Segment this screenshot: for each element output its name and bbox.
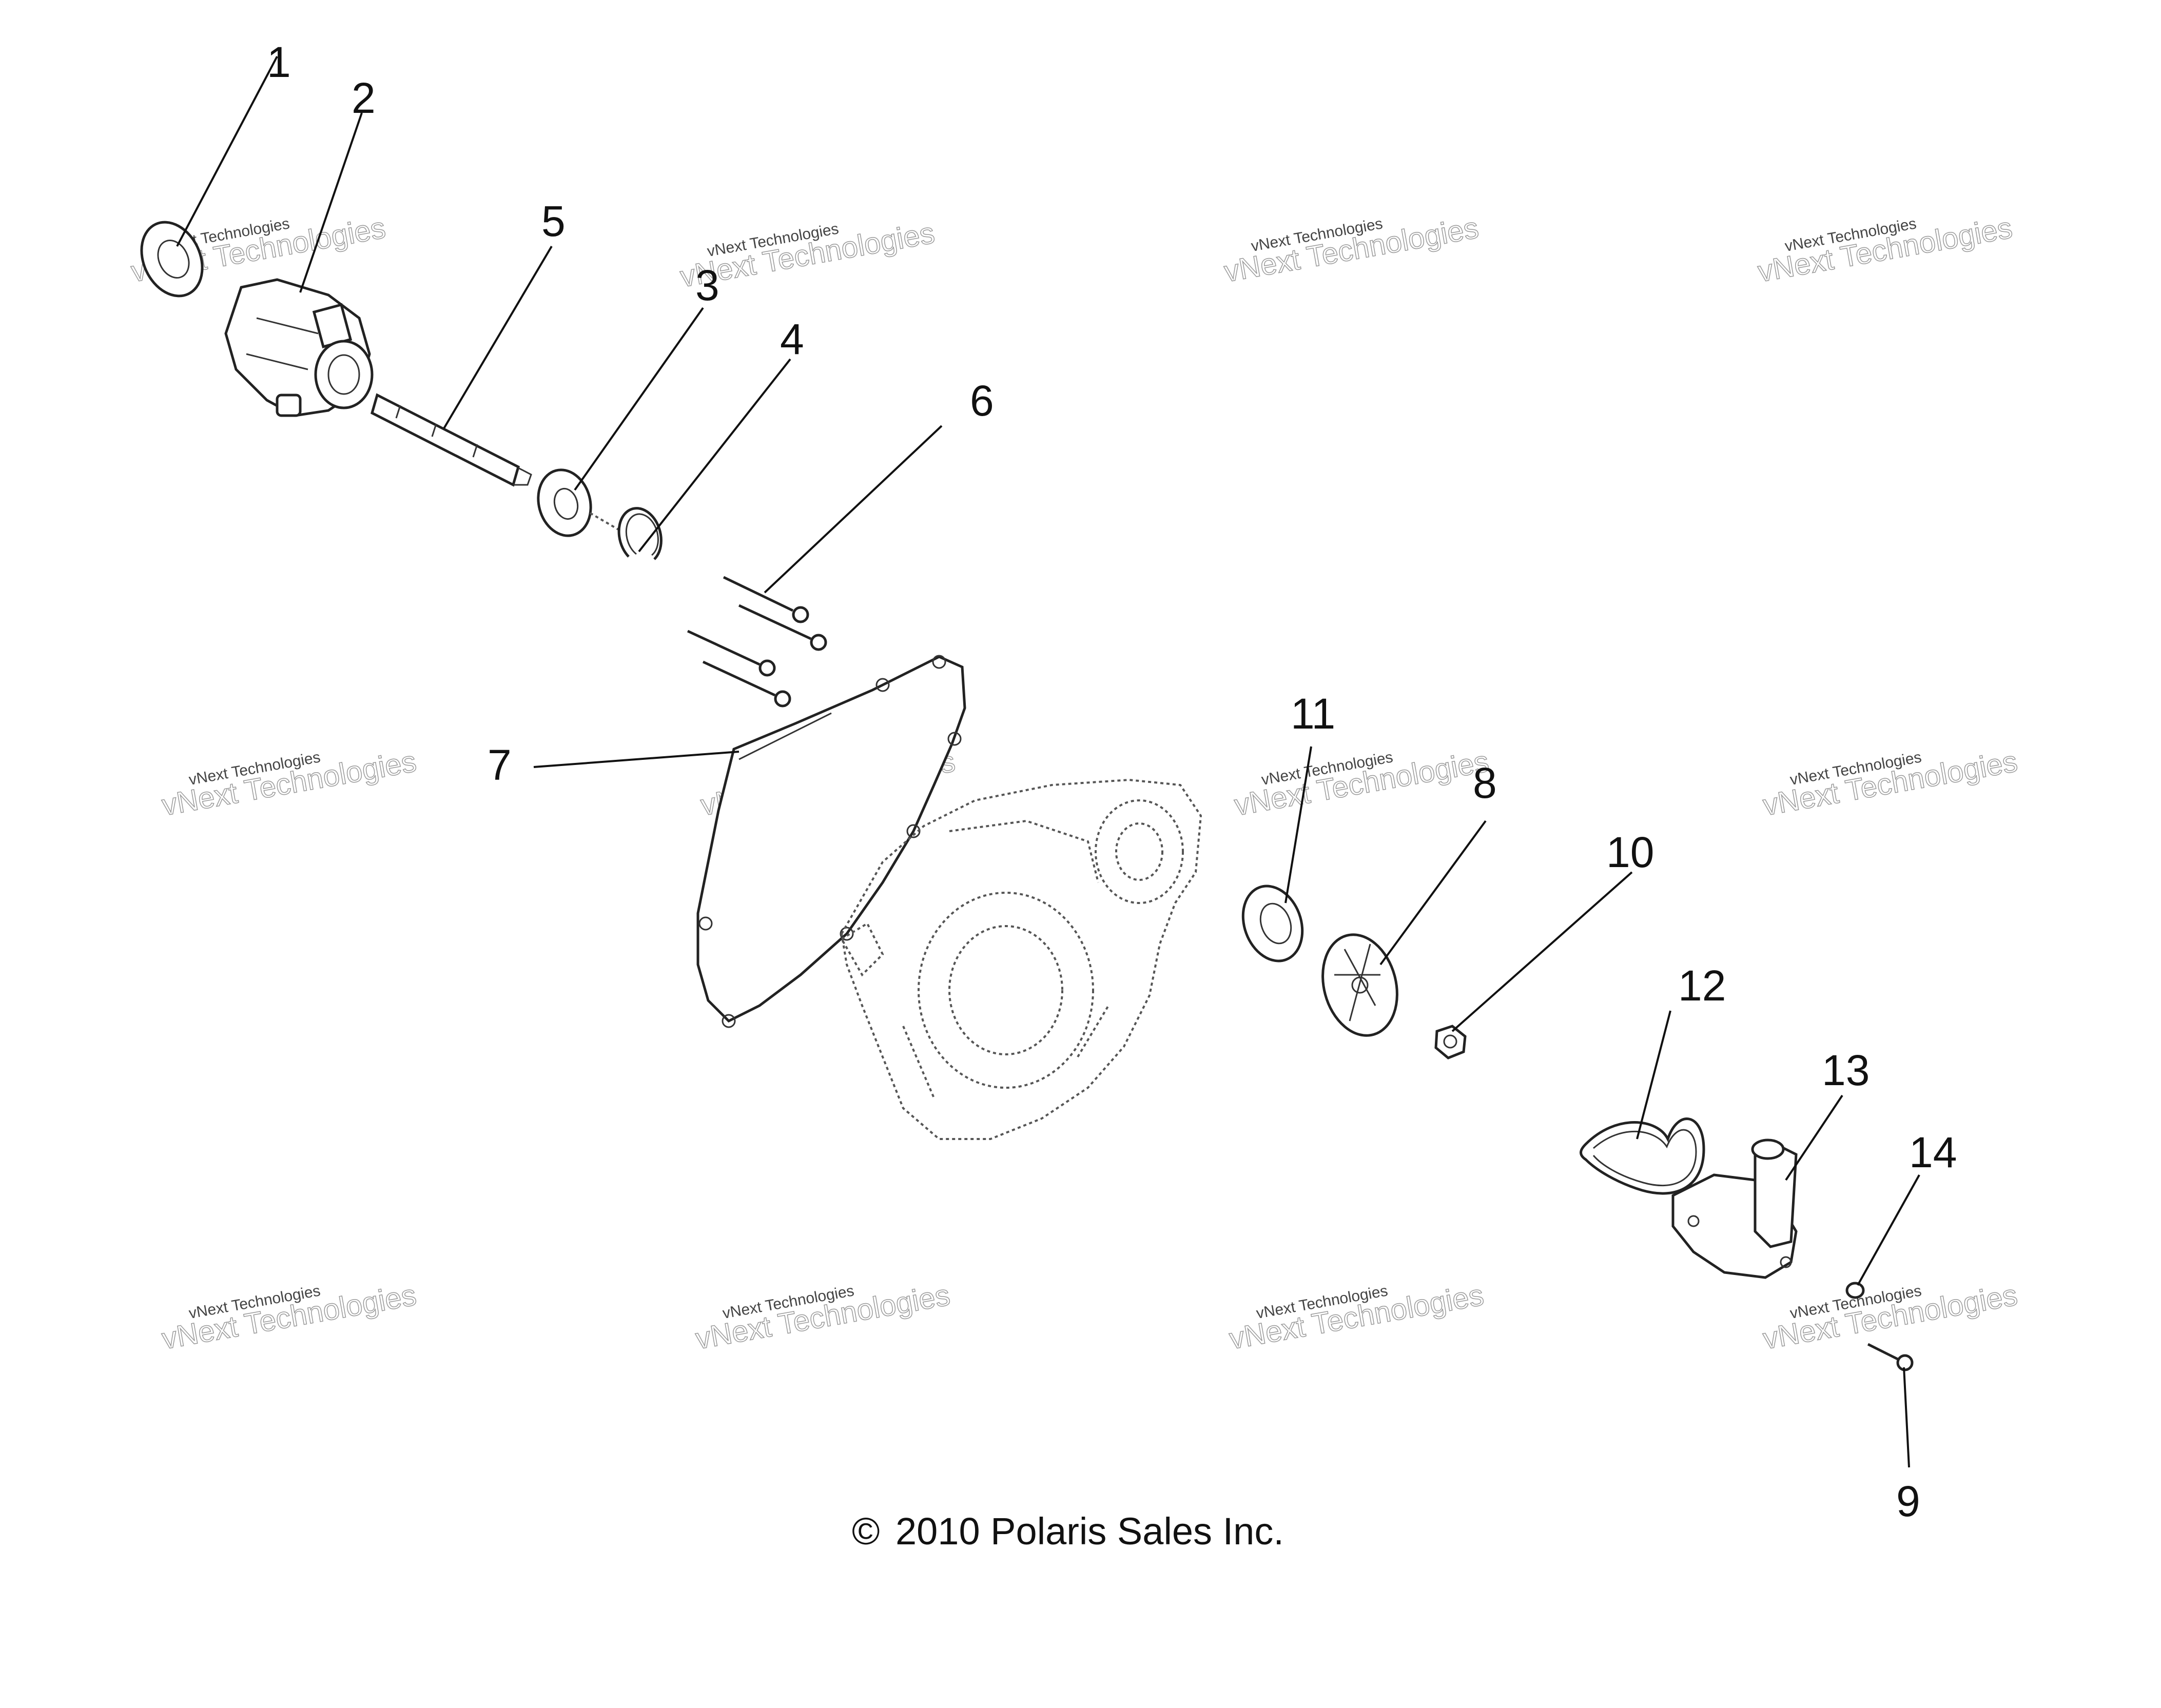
copyright: © 2010 Polaris Sales Inc. <box>852 1510 1284 1553</box>
callout-10: 10 <box>1606 828 1654 876</box>
leader-9 <box>1903 1367 1910 1468</box>
bolt <box>687 630 776 677</box>
part-1-seal <box>140 221 204 298</box>
leader-2 <box>299 112 363 293</box>
leader-3 <box>574 307 704 491</box>
callout-3: 3 <box>695 261 719 309</box>
callout-2: 2 <box>352 74 376 122</box>
part-5-shaft <box>371 393 532 487</box>
leader-lines <box>176 56 1920 1468</box>
copyright-symbol: © <box>852 1510 880 1553</box>
callout-8: 8 <box>1473 759 1497 807</box>
callout-4: 4 <box>780 315 804 363</box>
watermark: vNext Technologies vNext Technologies <box>1755 211 2015 289</box>
part-10-nut <box>1434 1025 1467 1059</box>
watermark: vNext Technologies vNext Technologies <box>1760 1278 2020 1357</box>
leader-12 <box>1636 1010 1671 1140</box>
part-6-bolts <box>687 576 827 708</box>
part-3-bearing <box>537 468 622 537</box>
callout-12: 12 <box>1678 961 1726 1010</box>
callout-7: 7 <box>488 741 512 789</box>
watermark: vNext Technologies vNext Technologies <box>159 744 419 823</box>
leader-10 <box>1451 871 1633 1032</box>
watermark: vNext Technologies vNext Technologies <box>159 1278 419 1357</box>
part-13-pump-cover <box>1671 1138 1798 1279</box>
callout-5: 5 <box>541 197 566 245</box>
callout-9: 9 <box>1896 1477 1920 1525</box>
watermark: vNext Technologies vNext Technologies <box>1760 744 2020 823</box>
leader-6 <box>764 425 943 594</box>
part-11-seal <box>1241 885 1304 963</box>
part-4-snap-ring <box>617 507 663 560</box>
part-14-fastener <box>1845 1282 1865 1299</box>
leader-11 <box>1284 746 1312 904</box>
leader-5 <box>443 245 553 429</box>
part-2-pump-housing <box>224 278 374 417</box>
part-7-gasket <box>696 655 966 1028</box>
watermark: vNext Technologies vNext Technologies <box>1226 1278 1487 1357</box>
callouts: 1 2 3 4 5 6 7 8 9 10 11 12 13 14 <box>267 38 1957 1525</box>
watermark: vNext Technologies vNext Technologies <box>693 1278 953 1357</box>
bolt <box>723 576 809 623</box>
leader-8 <box>1379 820 1487 966</box>
leader-13 <box>1785 1094 1843 1181</box>
bolt <box>702 660 791 708</box>
leader-7 <box>533 751 739 768</box>
callout-11: 11 <box>1291 690 1335 738</box>
watermark: vNext Technologies vNext Technologies <box>1221 211 1482 289</box>
leader-1 <box>176 56 278 247</box>
callout-14: 14 <box>1909 1128 1957 1176</box>
part-12-o-ring <box>1580 1117 1705 1195</box>
callout-1: 1 <box>267 38 291 86</box>
copyright-text: 2010 Polaris Sales Inc. <box>895 1510 1284 1553</box>
part-9-bolt <box>1867 1343 1914 1371</box>
engine-case <box>840 778 1202 1140</box>
watermark: vNext Technologies vNext Technologies <box>1232 744 1492 823</box>
leader-14 <box>1857 1174 1920 1286</box>
callout-6: 6 <box>970 377 994 425</box>
callout-13: 13 <box>1822 1046 1870 1094</box>
leader-4 <box>638 358 791 553</box>
part-8-impeller <box>1321 933 1398 1037</box>
bolt <box>738 604 827 651</box>
